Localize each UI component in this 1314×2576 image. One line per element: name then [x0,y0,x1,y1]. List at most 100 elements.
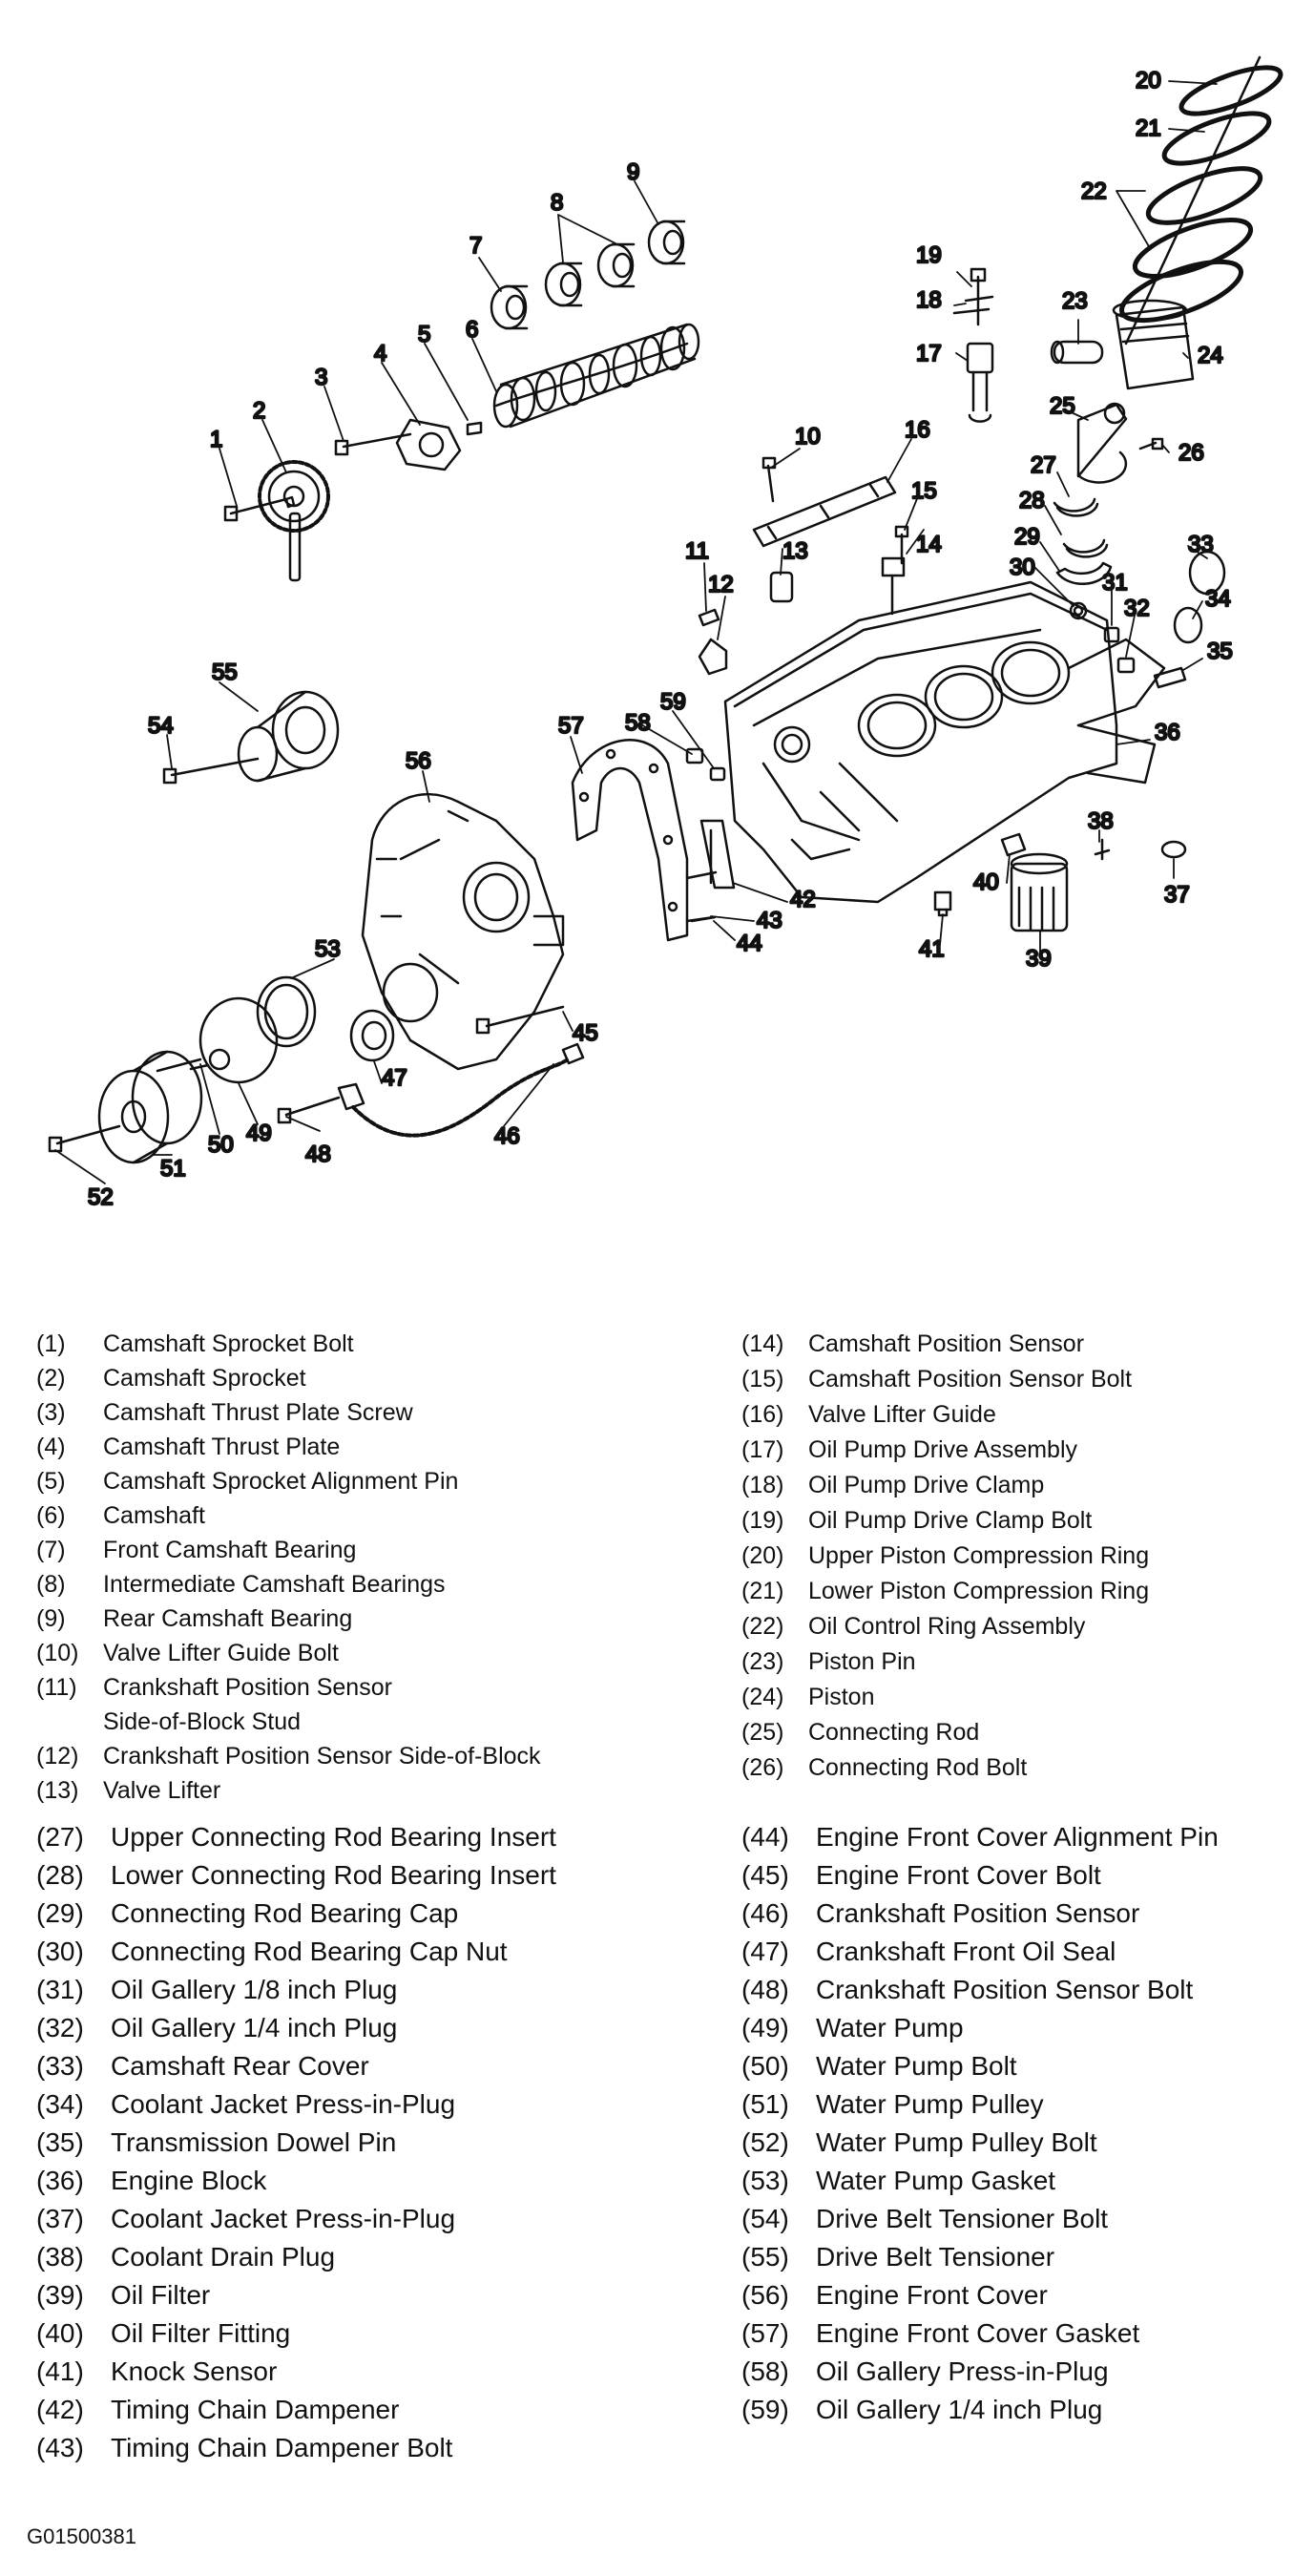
legend-label: Water Pump Bolt [816,2051,1017,2081]
legend-number: (33) [36,2051,84,2081]
callout-4: 4 [374,341,386,367]
legend-label: Oil Gallery 1/4 inch Plug [111,2013,398,2042]
callout-12: 12 [708,572,734,597]
legend-label: Oil Pump Drive Assembly [808,1436,1078,1463]
legend-label: Engine Front Cover Gasket [816,2318,1140,2348]
legend-number: (42) [36,2395,84,2424]
legend-label: Engine Block [111,2166,267,2195]
legend-label: Timing Chain Dampener [111,2395,400,2424]
legend-label: Valve Lifter Guide Bolt [103,1640,339,1666]
legend-number: (41) [36,2356,84,2386]
legend-label: Camshaft Thrust Plate [103,1434,341,1460]
legend-number: (1) [36,1330,66,1357]
legend-label: Transmission Dowel Pin [111,2127,397,2157]
legend-label: Upper Connecting Rod Bearing Insert [111,1822,556,1852]
callout-31: 31 [1102,570,1128,596]
callout-27: 27 [1031,452,1056,478]
callout-50: 50 [208,1132,234,1158]
legend-number: (53) [741,2166,789,2195]
callout-59: 59 [660,689,686,715]
legend-number: (17) [741,1436,784,1463]
legend-label: Camshaft Sprocket Alignment Pin [103,1468,459,1495]
legend-number: (22) [741,1613,784,1640]
legend-label: Connecting Rod Bearing Cap [111,1898,459,1928]
legend-label: Oil Filter Fitting [111,2318,291,2348]
legend-label: Crankshaft Position Sensor Side-of-Block [103,1743,541,1770]
exploded-engine-diagram: 1 2 3 4 5 6 7 8 9 10 11 12 13 14 15 16 1… [48,55,1283,1211]
callout-36: 36 [1155,720,1180,745]
callout-14: 14 [916,532,942,557]
callout-2: 2 [253,398,265,424]
callout-47: 47 [382,1065,407,1091]
legend-number: (57) [741,2318,789,2348]
legend-label: Valve Lifter [103,1777,221,1804]
callout-53: 53 [315,936,341,962]
legend-number: (50) [741,2051,789,2081]
legend-number: (23) [741,1648,784,1675]
legend-label: Oil Gallery 1/4 inch Plug [816,2395,1103,2424]
legend-label: Engine Front Cover Alignment Pin [816,1822,1219,1852]
callout-33: 33 [1188,532,1214,557]
legend-label: Upper Piston Compression Ring [808,1542,1150,1569]
legend-label: Connecting Rod Bolt [808,1754,1028,1781]
legend-label: Water Pump Pulley Bolt [816,2127,1097,2157]
legend-label: Camshaft Sprocket [103,1365,306,1392]
callout-24: 24 [1198,343,1223,368]
callout-11: 11 [685,538,709,564]
legend-label: Drive Belt Tensioner Bolt [816,2204,1109,2233]
legend-number: (49) [741,2013,789,2042]
legend-number: (43) [36,2433,84,2462]
callout-17: 17 [916,341,942,367]
callout-39: 39 [1026,946,1052,972]
legend-number: (59) [741,2395,789,2424]
legend-number: (47) [741,1937,789,1966]
callout-32: 32 [1124,596,1150,621]
callout-1: 1 [210,427,222,452]
legend-label: Camshaft Position Sensor Bolt [808,1366,1133,1393]
callout-42: 42 [790,887,816,912]
legend-number: (21) [741,1578,784,1604]
callout-46: 46 [494,1123,520,1149]
callout-8: 8 [551,190,563,216]
legend-number: (6) [36,1502,66,1529]
legend-number: (40) [36,2318,84,2348]
callout-5: 5 [418,322,430,347]
callout-19: 19 [916,242,942,268]
legend-label: Water Pump Gasket [816,2166,1056,2195]
legend-number: (11) [36,1674,77,1701]
legend-number: (54) [741,2204,789,2233]
legend-label: Side-of-Block Stud [103,1708,302,1735]
legend-label: Camshaft [103,1502,205,1529]
legend-label: Engine Front Cover [816,2280,1048,2310]
legend-number: (45) [741,1860,789,1890]
legend-number: (15) [741,1366,784,1393]
legend-label: Water Pump Pulley [816,2089,1044,2119]
callout-56: 56 [406,748,431,774]
legend-number: (26) [741,1754,784,1781]
figure-id: G01500381 [27,2524,136,2548]
legend-number: (48) [741,1975,789,2004]
legend-label: Piston Pin [808,1648,916,1675]
legend-number: (8) [36,1571,66,1598]
callout-21: 21 [1136,115,1161,141]
callout-35: 35 [1207,639,1233,664]
legend-label: Crankshaft Position Sensor [103,1674,392,1701]
legend-number: (24) [741,1684,784,1710]
legend-number: (51) [741,2089,789,2119]
legend-label: Drive Belt Tensioner [816,2242,1055,2272]
legend-label: Oil Control Ring Assembly [808,1613,1086,1640]
legend-number: (25) [741,1719,784,1746]
callout-43: 43 [757,908,782,933]
callout-44: 44 [737,931,762,956]
callout-6: 6 [466,317,478,343]
legend-label: Engine Front Cover Bolt [816,1860,1101,1890]
legend-label: Timing Chain Dampener Bolt [111,2433,453,2462]
callout-18: 18 [916,287,942,313]
callout-23: 23 [1062,288,1088,314]
legend-label: Camshaft Sprocket Bolt [103,1330,354,1357]
legend-label: Coolant Jacket Press-in-Plug [111,2089,456,2119]
legend-number: (14) [741,1330,784,1357]
legend-number: (52) [741,2127,789,2157]
callout-38: 38 [1088,808,1114,834]
callout-25: 25 [1050,393,1075,419]
